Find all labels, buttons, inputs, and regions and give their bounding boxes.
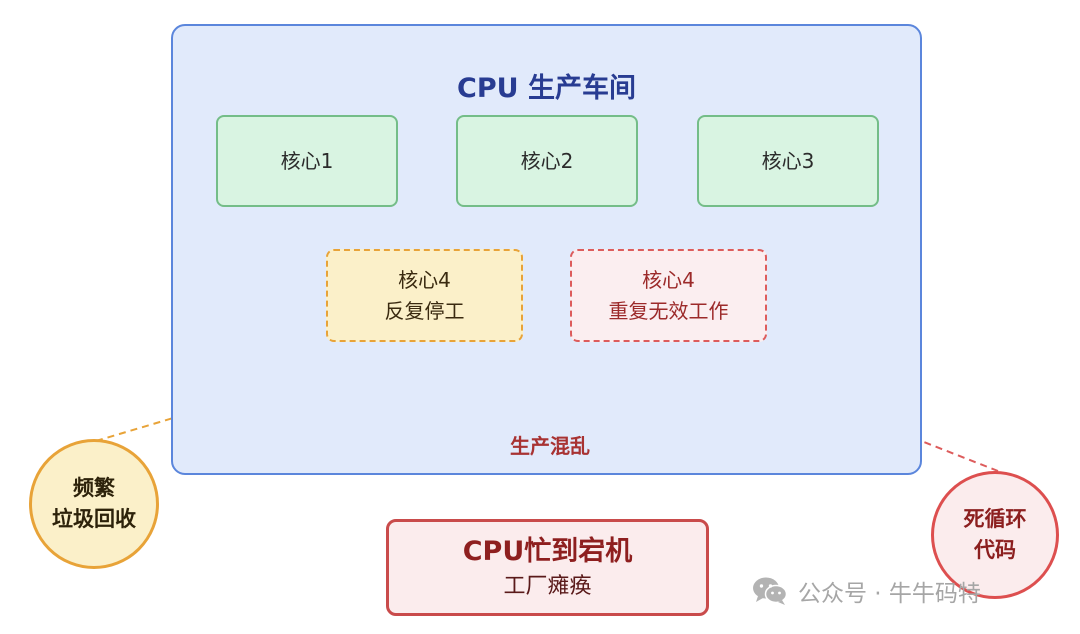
core-1-label: 核心1 — [280, 148, 334, 173]
dead-loop-circle: 死循环 代码 — [931, 471, 1059, 599]
dead-loop-line-1: 死循环 — [963, 507, 1027, 531]
chaos-label: 生产混乱 — [510, 434, 590, 458]
crash-title: CPU忙到宕机 — [462, 535, 633, 567]
wechat-icon — [753, 577, 788, 605]
core-3-label: 核心3 — [761, 148, 815, 173]
gc-circle: 频繁 垃圾回收 — [29, 439, 159, 569]
core-4-loop-name: 核心4 — [642, 267, 695, 292]
core-1-box: 核心1 — [216, 115, 398, 207]
gc-line-1: 频繁 — [73, 476, 115, 500]
watermark-text: 公众号 · 牛牛码特 — [798, 581, 981, 607]
cpu-crash-box: CPU忙到宕机 工厂瘫痪 — [386, 519, 709, 616]
core-2-label: 核心2 — [520, 148, 574, 173]
watermark: 公众号 · 牛牛码特 — [752, 574, 981, 608]
core-2-box: 核心2 — [456, 115, 638, 207]
workshop-title: CPU 生产车间 — [457, 73, 636, 104]
cpu-workshop-container: CPU 生产车间 — [171, 24, 922, 475]
core-4-idle-name: 核心4 — [398, 267, 451, 292]
core-4-idle-box: 核心4 反复停工 — [326, 249, 523, 342]
dead-loop-line-2: 代码 — [974, 538, 1016, 562]
core-4-idle-state: 反复停工 — [384, 298, 465, 323]
crash-subtitle: 工厂瘫痪 — [503, 573, 592, 599]
core-4-loop-box: 核心4 重复无效工作 — [570, 249, 767, 342]
gc-line-2: 垃圾回收 — [52, 507, 136, 531]
core-3-box: 核心3 — [697, 115, 879, 207]
core-4-loop-state: 重复无效工作 — [608, 298, 729, 323]
